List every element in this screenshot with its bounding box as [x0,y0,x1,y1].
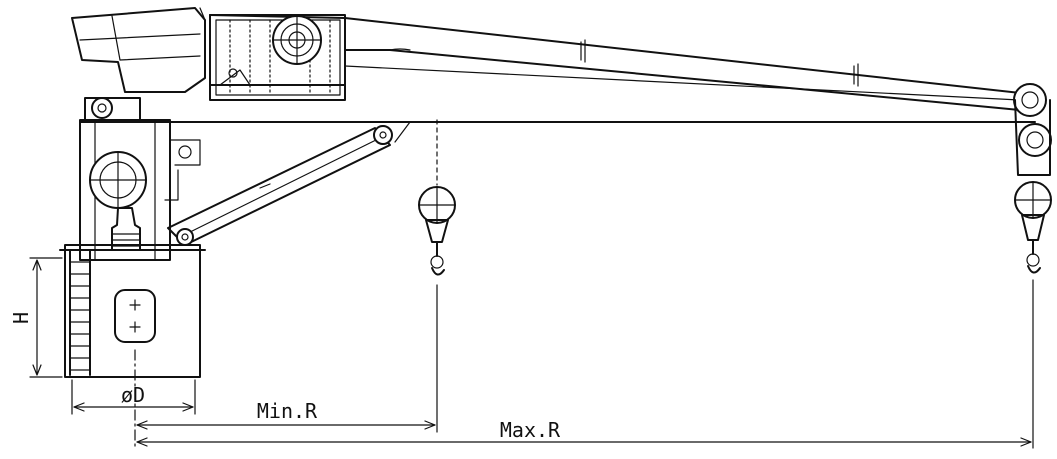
min-radius-dimension: Min.R [134,284,438,451]
diameter-dimension: øD [71,379,196,415]
winch-house [209,14,346,101]
operator-cabin [71,7,206,93]
min-radius-label: Min.R [257,399,318,423]
boom [79,14,1036,123]
boom-tip [1013,83,1052,274]
pedestal [59,244,206,378]
king-post [79,97,201,261]
max-radius-dimension: Max.R [136,279,1034,449]
max-radius-label: Max.R [500,418,561,442]
height-label: H [9,312,33,324]
ladder [69,249,91,376]
diameter-label: øD [121,383,145,407]
min-radius-hook [418,119,456,276]
luffing-cylinder [167,121,411,246]
height-dimension: H [9,257,63,378]
